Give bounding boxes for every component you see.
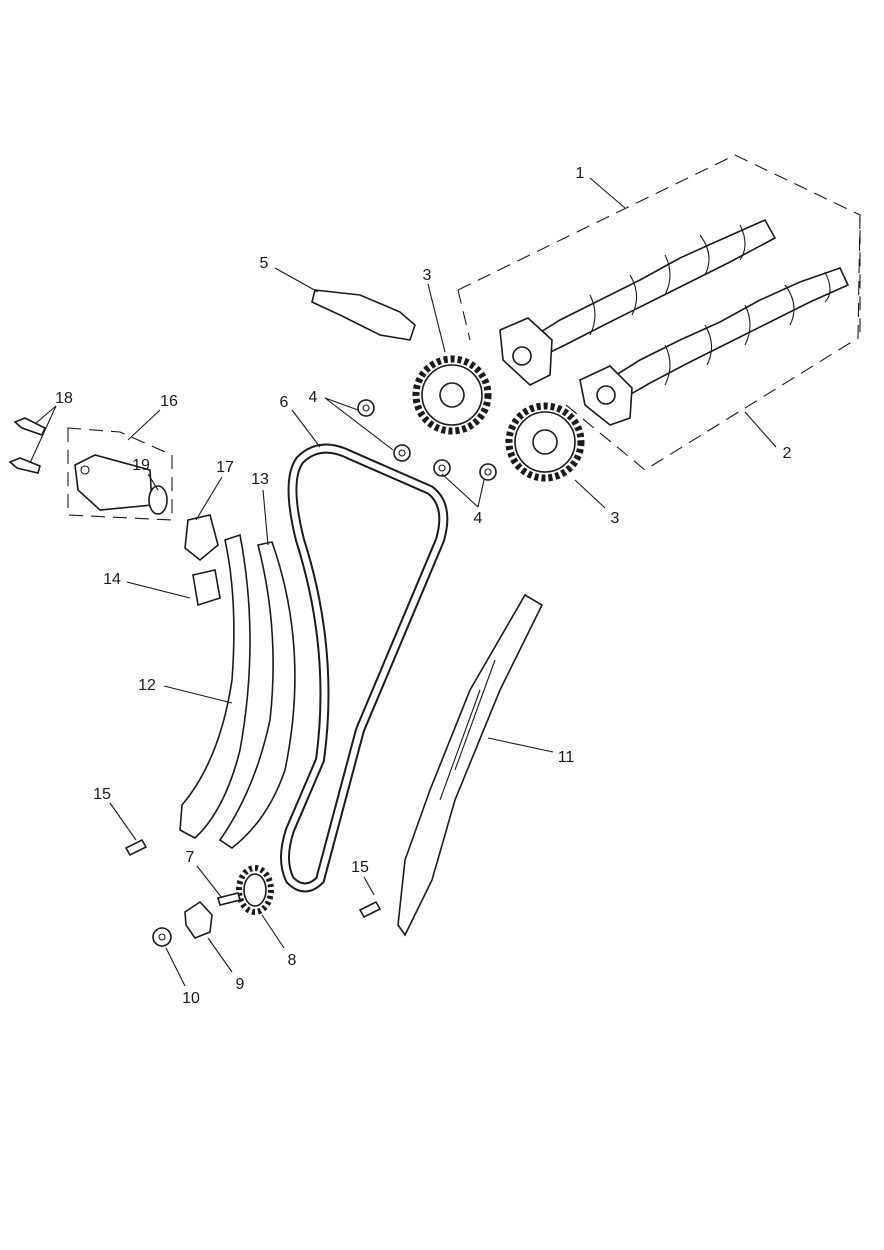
dowel-pin (124, 838, 148, 857)
sprocket-bolt (479, 463, 497, 481)
upper-chain-guide (311, 289, 416, 341)
camshaft-group-box-1 (457, 154, 861, 340)
tensioner-gasket (184, 514, 219, 562)
callout-5: 5 (260, 255, 269, 272)
callout-11: 11 (558, 749, 575, 766)
callout-19: 19 (132, 457, 150, 474)
camshaft-sprocket-upper (412, 355, 492, 435)
crankshaft-sprocket (236, 865, 274, 915)
callout-3: 3 (611, 510, 620, 527)
camshaft-sprocket-lower (505, 402, 585, 482)
sprocket-bolt (357, 399, 375, 417)
camshaft-exhaust (579, 267, 850, 426)
camshaft-group-box-2 (457, 214, 861, 471)
tensioner-guide (218, 541, 296, 849)
tensioner-bolt (8, 457, 41, 474)
callout-4: 4 (309, 389, 318, 406)
tensioner-blade (179, 533, 251, 839)
callout-8: 8 (288, 952, 297, 969)
callout-10: 10 (182, 990, 200, 1007)
callout-3: 3 (423, 267, 432, 284)
callout-15: 15 (93, 786, 111, 803)
callout-9: 9 (236, 976, 245, 993)
callout-18: 18 (55, 390, 73, 407)
callout-15: 15 (351, 859, 369, 876)
leader-lines (29, 177, 777, 987)
o-ring (148, 485, 168, 515)
callout-2: 2 (783, 445, 792, 462)
camshaft-intake (499, 218, 777, 386)
fixed-chain-guide (397, 593, 544, 937)
callout-7: 7 (186, 849, 195, 866)
callout-14: 14 (103, 571, 121, 588)
callout-12: 12 (138, 677, 156, 694)
callout-13: 13 (251, 471, 269, 488)
callout-4: 4 (474, 510, 483, 527)
callout-6: 6 (280, 394, 289, 411)
tensioner-pad (192, 569, 221, 607)
callout-16: 16 (160, 393, 178, 410)
woodruff-key (217, 892, 241, 906)
sprocket-bolt (433, 459, 451, 477)
tensioner-group-box (67, 427, 173, 521)
dowel-pin (358, 900, 382, 919)
crank-nut (184, 900, 213, 939)
callout-1: 1 (576, 165, 585, 182)
sprocket-bolt (393, 444, 411, 462)
crank-bolt (152, 927, 172, 947)
tensioner-bolt (13, 417, 47, 437)
callout-17: 17 (216, 459, 234, 476)
